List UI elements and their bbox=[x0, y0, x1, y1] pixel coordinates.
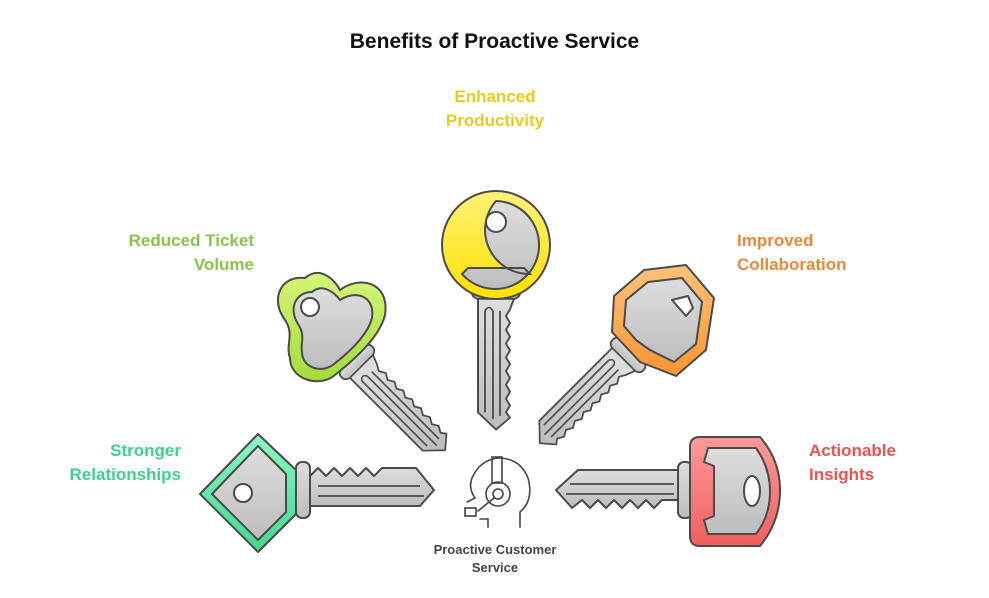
label-actionable-insights: Actionable Insights bbox=[809, 439, 979, 487]
label-line: Collaboration bbox=[737, 255, 847, 274]
diagram-title: Benefits of Proactive Service bbox=[349, 30, 640, 53]
label-improved-collaboration: Improved Collaboration bbox=[737, 229, 937, 277]
key-stronger-relationships bbox=[199, 433, 435, 553]
key-enhanced-productivity bbox=[441, 190, 551, 431]
center-label-line: Proactive Customer bbox=[433, 542, 557, 557]
label-line: Actionable bbox=[809, 441, 896, 460]
label-line: Relationships bbox=[69, 465, 181, 484]
label-line: Productivity bbox=[445, 111, 545, 130]
label-line: Improved bbox=[737, 231, 814, 250]
label-line: Reduced Ticket bbox=[128, 231, 254, 250]
headset-support-agent-icon bbox=[464, 456, 531, 528]
label-line: Stronger bbox=[110, 441, 181, 460]
center-label: Proactive Customer Service bbox=[410, 541, 580, 577]
key-actionable-insights bbox=[555, 436, 782, 547]
label-enhanced-productivity: Enhanced Productivity bbox=[400, 85, 590, 133]
label-reduced-ticket-volume: Reduced Ticket Volume bbox=[60, 229, 254, 277]
label-line: Volume bbox=[193, 255, 254, 274]
label-stronger-relationships: Stronger Relationships bbox=[20, 439, 181, 487]
key-reduced-ticket-volume bbox=[276, 271, 462, 467]
label-line: Enhanced bbox=[454, 87, 536, 106]
label-line: Insights bbox=[809, 465, 875, 484]
center-label-line: Service bbox=[471, 560, 519, 575]
key-improved-collaboration bbox=[523, 264, 715, 460]
